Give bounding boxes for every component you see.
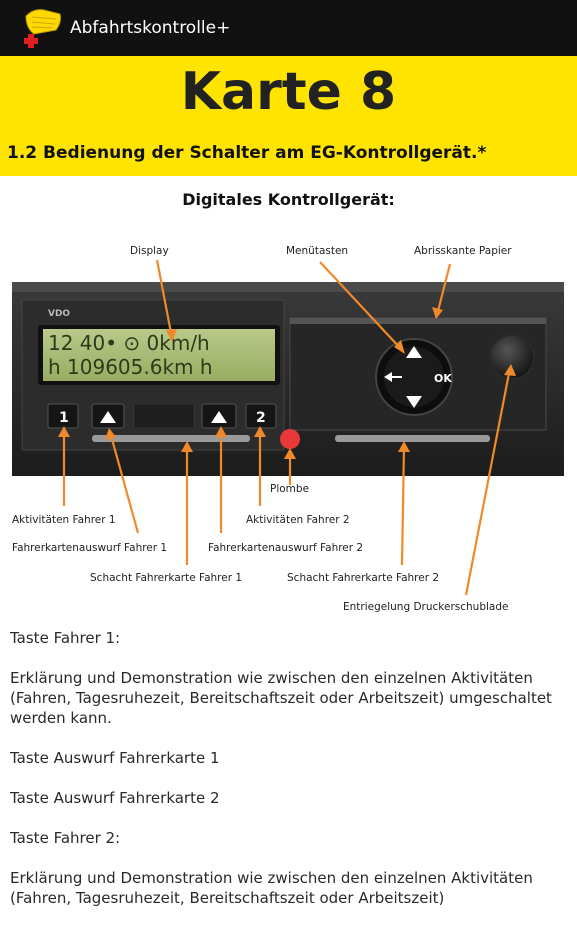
content-paragraph: Taste Fahrer 2: xyxy=(10,829,121,847)
svg-text:1: 1 xyxy=(59,410,69,426)
label-eject-2: Fahrerkartenauswurf Fahrer 2 xyxy=(208,542,363,554)
page-title: Karte 8 xyxy=(180,62,397,122)
label-printer-unlock: Entriegelung Druckerschublade xyxy=(343,601,508,613)
figure-title: Digitales Kontrollgerät: xyxy=(182,190,395,209)
annotation-arrows xyxy=(62,259,512,596)
brand-logo: VDO xyxy=(48,309,70,319)
tachograph-diagram: VDO 12 40• ⊙ 0km/h h 109605.6km h 1 2 OK xyxy=(12,245,564,613)
label-slot-1: Schacht Fahrerkarte Fahrer 1 xyxy=(90,572,242,584)
arrowheads xyxy=(58,307,516,459)
menu-down-icon[interactable] xyxy=(406,396,422,408)
menu-back-icon[interactable] xyxy=(384,372,392,382)
ok-button[interactable]: OK xyxy=(434,372,452,385)
eject-arrow-icon xyxy=(100,411,116,423)
seal-dot xyxy=(280,429,300,449)
label-eject-1: Fahrerkartenauswurf Fahrer 1 xyxy=(12,542,167,554)
content-paragraph: Erklärung und Demonstration wie zwischen… xyxy=(10,669,552,727)
content-paragraph: Erklärung und Demonstration wie zwischen… xyxy=(10,869,533,907)
card-slot-2 xyxy=(335,435,490,442)
app-logo-icon[interactable] xyxy=(20,6,64,48)
content-paragraph: Taste Auswurf Fahrerkarte 1 xyxy=(10,749,220,767)
label-activities-2: Aktivitäten Fahrer 2 xyxy=(246,514,350,526)
label-menu-keys: Menütasten xyxy=(286,245,348,257)
printer-unlock-button[interactable] xyxy=(489,334,535,380)
label-activities-1: Aktivitäten Fahrer 1 xyxy=(12,514,116,526)
app-title: Abfahrtskontrolle+ xyxy=(70,18,231,38)
eject-arrow-icon xyxy=(211,411,227,423)
label-slot-2: Schacht Fahrerkarte Fahrer 2 xyxy=(287,572,439,584)
label-tear-edge: Abrisskante Papier xyxy=(414,245,512,257)
content-text: Taste Fahrer 1: Erklärung und Demonstrat… xyxy=(10,628,570,928)
tachograph-figure: VDO 12 40• ⊙ 0km/h h 109605.6km h 1 2 OK xyxy=(0,230,577,620)
title-banner xyxy=(0,56,577,176)
content-paragraph: Taste Auswurf Fahrerkarte 2 xyxy=(10,789,220,807)
menu-up-icon[interactable] xyxy=(406,346,422,358)
label-display: Display xyxy=(130,245,169,257)
content-paragraph: Taste Fahrer 1: xyxy=(10,629,121,647)
display-line-1: 12 40• ⊙ 0km/h xyxy=(48,331,210,355)
lcd-display xyxy=(43,329,275,381)
app-bar: Abfahrtskontrolle+ xyxy=(0,0,577,56)
svg-text:2: 2 xyxy=(256,410,266,426)
label-seal: Plombe xyxy=(270,483,309,495)
card-slot-1 xyxy=(92,435,250,442)
display-line-2: h 109605.6km h xyxy=(48,355,213,379)
page-subtitle: 1.2 Bedienung der Schalter am EG-Kontrol… xyxy=(7,143,487,163)
